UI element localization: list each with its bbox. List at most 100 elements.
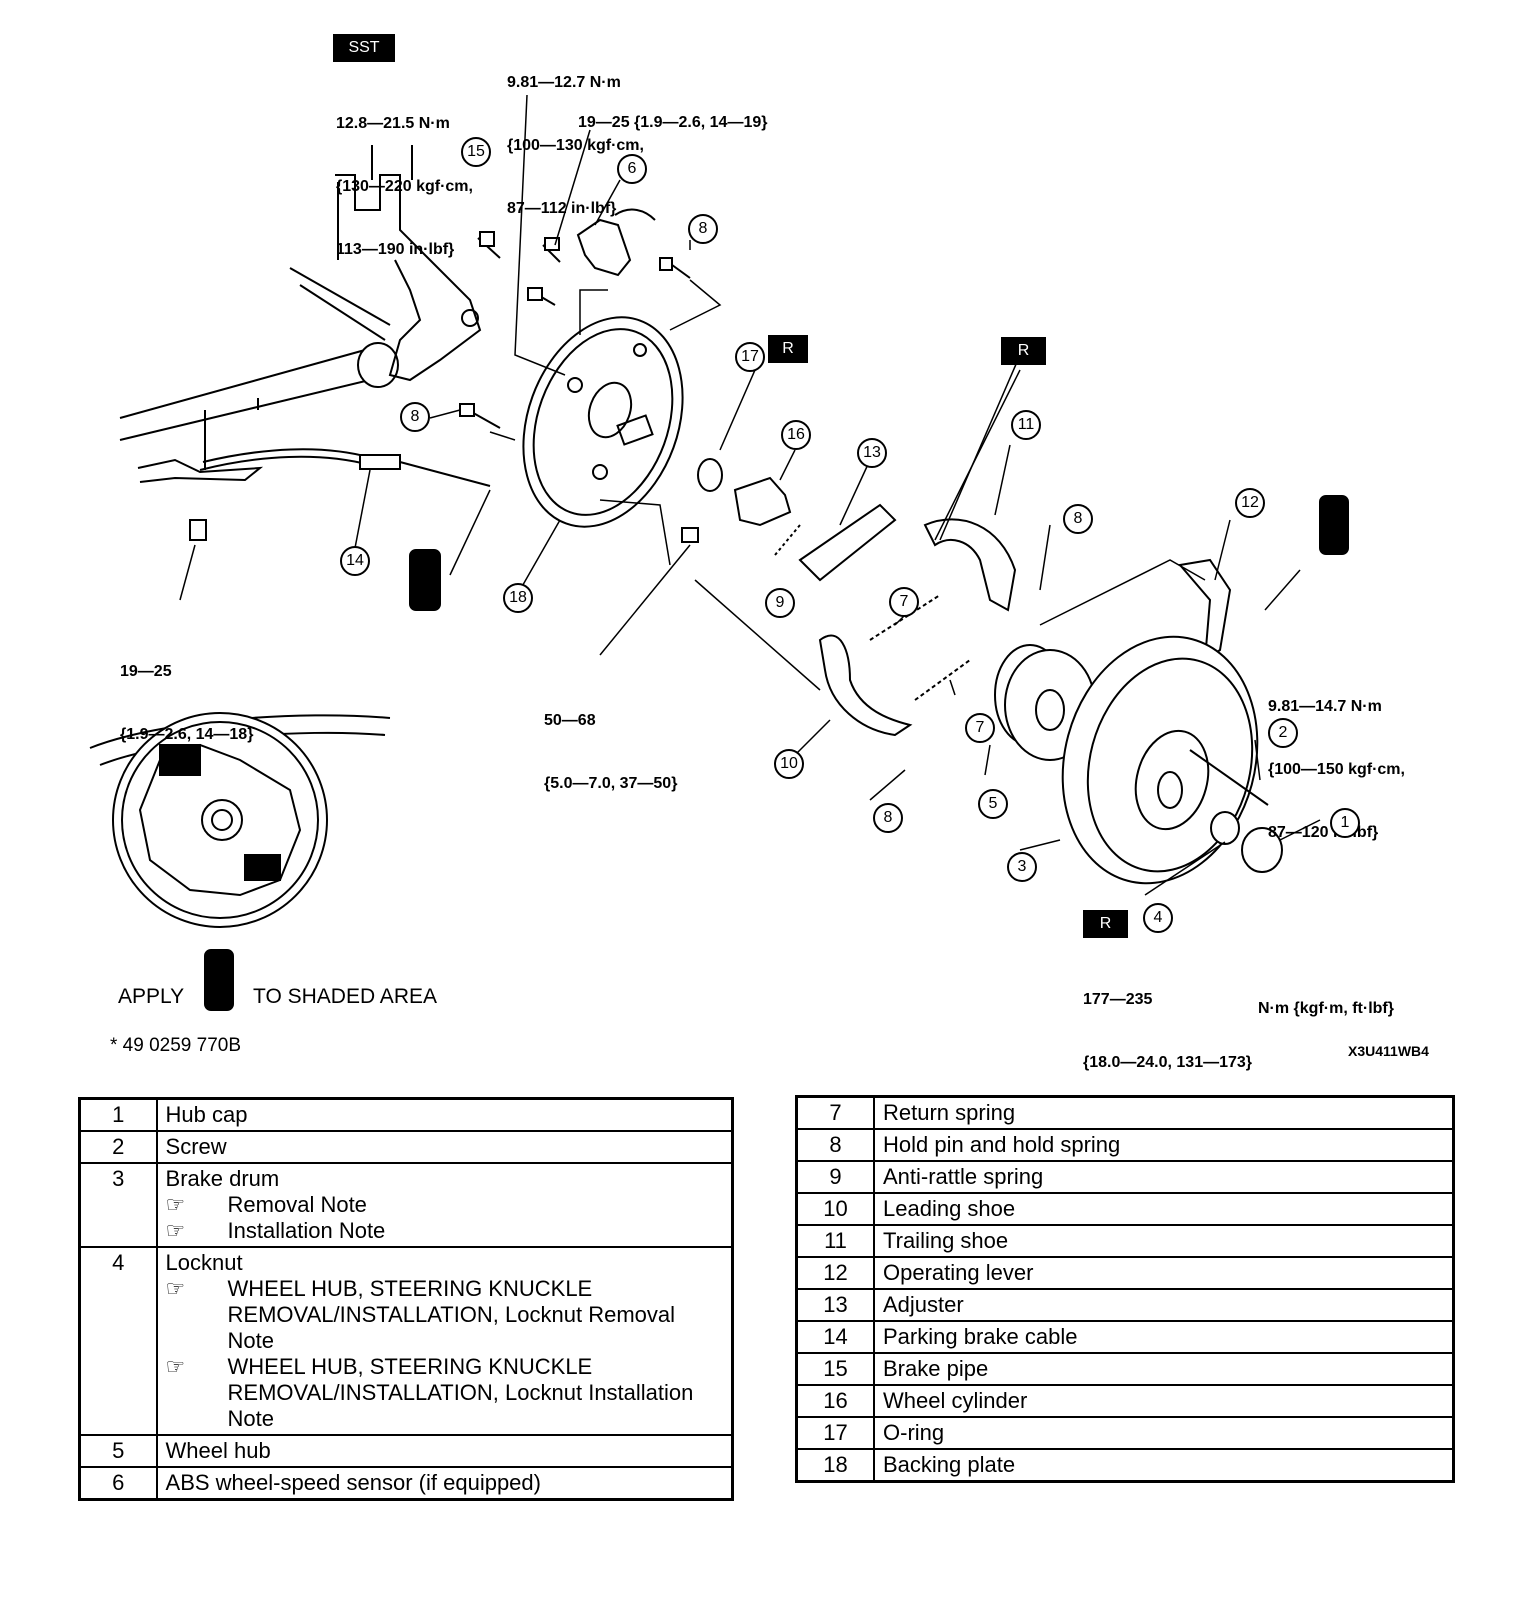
torque-cable-nut: 19—25 {1.9—2.6, 14—18} — [120, 663, 254, 743]
diagram-drawing — [89, 94, 1349, 1011]
part-number: 1 — [78, 1097, 158, 1132]
replace-badge-locknut: R — [1083, 910, 1128, 938]
callout-17: 17 — [735, 342, 765, 372]
leader-lines — [179, 94, 1321, 896]
callout-10: 10 — [774, 749, 804, 779]
part-name: O-ring — [873, 1416, 1455, 1450]
part-name: Return spring — [873, 1095, 1455, 1130]
table-row: 2 Screw — [78, 1130, 734, 1164]
callout-13: 13 — [857, 438, 887, 468]
reference-note[interactable]: ☞ WHEEL HUB, STEERING KNUCKLE REMOVAL/INS… — [166, 1354, 723, 1432]
torque-locknut: 177—235 {18.0—24.0, 131—173} — [1083, 991, 1253, 1071]
part-number: 18 — [795, 1448, 875, 1483]
reference-note-text: Removal Note — [227, 1192, 367, 1217]
callout-2: 2 — [1268, 718, 1298, 748]
torque-backing-plate-bolt: 50—68 {5.0—7.0, 37—50} — [544, 712, 678, 792]
part-name: Leading shoe — [873, 1192, 1455, 1226]
part-number: 12 — [795, 1256, 875, 1290]
part-number: 13 — [795, 1288, 875, 1322]
part-number: 6 — [78, 1466, 158, 1501]
part-number: 3 — [78, 1162, 158, 1248]
part-name: Trailing shoe — [873, 1224, 1455, 1258]
part-name: Backing plate — [873, 1448, 1455, 1483]
part-name: Locknut — [165, 1250, 243, 1275]
hub-cap-drawing — [1241, 827, 1283, 873]
part-number: 10 — [795, 1192, 875, 1226]
trailing-shoe-drawing — [923, 518, 1017, 612]
rear-axle-beam — [119, 145, 482, 441]
part-name-cell: Brake drum☞Removal Note☞Installation Not… — [155, 1162, 734, 1248]
callout-6: 6 — [617, 154, 647, 184]
part-name: Hub cap — [165, 1102, 248, 1127]
brake-drum-drawing — [1061, 635, 1259, 885]
reference-note-text: Installation Note — [227, 1218, 386, 1243]
part-number: 5 — [78, 1434, 158, 1468]
reference-note[interactable]: ☞WHEEL HUB, STEERING KNUCKLE REMOVAL/INS… — [166, 1276, 723, 1354]
leading-shoe-drawing — [818, 634, 913, 737]
part-number: 17 — [795, 1416, 875, 1450]
torque-sensor-bolt: 19—25 {1.9—2.6, 14—19} — [578, 114, 768, 131]
pointing-hand-icon: ☞ — [165, 1354, 186, 1379]
callout-8-left: 8 — [400, 402, 430, 432]
callout-12: 12 — [1235, 488, 1265, 518]
part-name: ABS wheel-speed sensor (if equipped) — [165, 1470, 541, 1495]
callout-8-bottom: 8 — [873, 803, 903, 833]
callout-18: 18 — [503, 583, 533, 613]
torque-lever-bolt: 9.81—14.7 N·m {100—150 kgf·cm, 87—120 in… — [1268, 698, 1405, 841]
apply-label: APPLY — [118, 985, 185, 1008]
part-number: 2 — [78, 1130, 158, 1164]
callout-15: 15 — [461, 137, 491, 167]
screw-drawing — [1189, 749, 1269, 806]
wheel-cylinder-drawing — [733, 476, 792, 527]
pointing-hand-icon: ☞ — [165, 1276, 186, 1301]
callout-7-lower: 7 — [965, 713, 995, 743]
part-number: 9 — [795, 1160, 875, 1194]
reference-note[interactable]: ☞ Removal Note — [166, 1192, 723, 1218]
part-name: Screw — [165, 1134, 227, 1159]
part-name-cell: ABS wheel-speed sensor (if equipped) — [155, 1466, 734, 1501]
grease-part-number: * 49 0259 770B — [110, 1035, 242, 1056]
reference-note-text: WHEEL HUB, STEERING KNUCKLE REMOVAL/INST… — [227, 1354, 694, 1431]
callout-9: 9 — [765, 588, 795, 618]
callout-8-top: 8 — [688, 214, 718, 244]
callout-1: 1 — [1330, 808, 1360, 838]
callout-8-right: 8 — [1063, 504, 1093, 534]
part-name-cell: Locknut☞WHEEL HUB, STEERING KNUCKLE REMO… — [155, 1246, 734, 1436]
torque-backing-plate-bolt-top: 9.81—12.7 N·m {100—130 kgf·cm, 87—112 in… — [507, 74, 644, 217]
part-number: 16 — [795, 1384, 875, 1418]
part-number: 14 — [795, 1320, 875, 1354]
figure-code: X3U411WB4 — [1348, 1043, 1429, 1059]
callout-3: 3 — [1007, 852, 1037, 882]
adjuster-drawing — [798, 503, 897, 582]
grease-tube-drawings — [204, 495, 1349, 1011]
table-row: 1 Hub cap — [78, 1097, 734, 1132]
part-name-cell: Wheel hub — [155, 1434, 734, 1468]
part-name: Adjuster — [873, 1288, 1455, 1322]
part-name: Parking brake cable — [873, 1320, 1455, 1354]
part-name: Operating lever — [873, 1256, 1455, 1290]
part-number: 7 — [795, 1095, 875, 1130]
part-number: 8 — [795, 1128, 875, 1162]
callout-14: 14 — [340, 546, 370, 576]
to-shaded-area-label: TO SHADED AREA — [253, 985, 437, 1008]
callout-16: 16 — [781, 420, 811, 450]
pointing-hand-icon: ☞ — [165, 1192, 186, 1217]
reference-note[interactable]: ☞Installation Note — [166, 1218, 723, 1244]
torque-units: N·m {kgf·m, ft·lbf} — [1258, 1000, 1394, 1017]
callout-11: 11 — [1011, 410, 1041, 440]
bolts — [459, 231, 699, 543]
sst-badge: SST — [333, 34, 395, 62]
callout-4: 4 — [1143, 903, 1173, 933]
